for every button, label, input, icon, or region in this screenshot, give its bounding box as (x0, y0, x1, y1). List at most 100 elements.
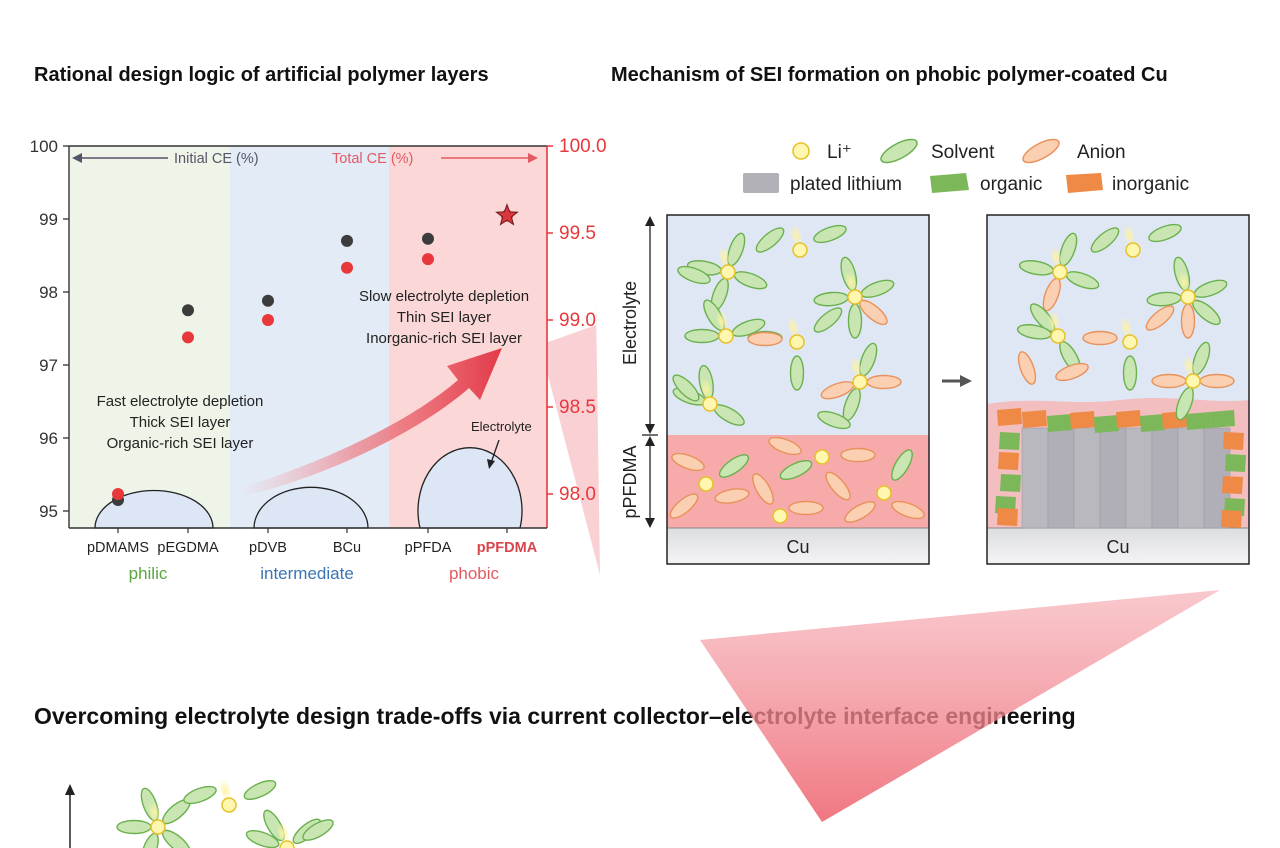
solvent-molecule (243, 780, 277, 800)
star-marker (495, 203, 519, 226)
x-tick-label: pDVB (249, 540, 287, 556)
li-ion (852, 374, 868, 390)
anion-molecule (788, 500, 824, 516)
electrolyte-annotation: Electrolyte (471, 419, 532, 434)
mechanism-after: Cu (986, 214, 1250, 565)
beam-lower (700, 590, 1220, 822)
left-tick-label: 97 (39, 356, 58, 375)
droplet-philic (94, 489, 214, 529)
li-ion (772, 508, 788, 524)
solvent-molecule (755, 227, 785, 253)
right-tick-label: 98.0 (559, 484, 596, 505)
inorganic-sei-piece (1222, 476, 1243, 494)
solvent-icon (880, 138, 918, 164)
inorganic-sei-piece (1070, 411, 1095, 429)
li-ion (150, 819, 166, 835)
organic-sei-piece (1210, 410, 1235, 428)
total-ce-point (341, 261, 353, 274)
solvent-molecule (817, 410, 851, 430)
sei-shell (995, 408, 1246, 528)
left-tick-label: 95 (39, 502, 58, 521)
li-motion-trail (1181, 355, 1197, 378)
li-ion (1180, 289, 1196, 305)
layer-dimension-markers (642, 216, 658, 528)
cu-label-right: Cu (1106, 537, 1129, 557)
li-ion (702, 396, 718, 412)
li-ion (876, 485, 892, 501)
cu-substrate-right (987, 528, 1249, 564)
group-label-phobic: phobic (449, 564, 500, 583)
anion-molecule (825, 471, 851, 501)
inorganic-sei-piece (997, 408, 1022, 426)
solvent-molecule (813, 224, 847, 244)
anion-molecule (671, 452, 705, 472)
right-tick-label: 98.5 (559, 397, 596, 418)
li-ion (847, 289, 863, 305)
inorganic-sei-piece (1116, 410, 1141, 428)
inorganic-sei-piece (1022, 410, 1047, 428)
legend-solvent: Solvent (931, 142, 995, 163)
li-ion-icon (792, 142, 810, 160)
plated-lithium-column (1177, 427, 1205, 529)
initial-ce-point (262, 294, 274, 307)
left-panel-title: Rational design logic of artificial poly… (34, 64, 489, 86)
inorganic-sei-piece (1223, 432, 1244, 450)
inorganic-sei-piece (998, 452, 1019, 470)
slow-line-2: Thin SEI layer (397, 309, 491, 326)
organic-swatch (930, 173, 969, 193)
group-label-intermediate: intermediate (260, 564, 354, 583)
li-motion-trail (275, 822, 291, 845)
anion-molecule (1151, 373, 1187, 389)
solvent-molecule (718, 454, 750, 478)
plated-lithium-column (1021, 427, 1049, 529)
droplet-intermediate (253, 486, 369, 529)
plated-lithium-column (1099, 427, 1127, 529)
solvent-molecule (116, 819, 152, 835)
right-tick-label: 99.0 (559, 310, 596, 331)
plated-lithium-column (1073, 427, 1101, 529)
li-ion (1052, 264, 1068, 280)
cu-label-left: Cu (786, 537, 809, 557)
anion-molecule (768, 436, 802, 456)
anion-molecule (669, 493, 699, 519)
right-tick-label: 99.5 (559, 223, 596, 244)
solvent-molecule (813, 307, 843, 333)
left-tick-label: 99 (39, 210, 58, 229)
solvent-molecule (1122, 355, 1138, 391)
legend: Li⁺ Solvent Anion plated lithium organic… (743, 138, 1189, 195)
total-ce-label: Total CE (%) (332, 151, 413, 167)
left-tick-label: 100 (30, 137, 58, 156)
trend-arrow (240, 348, 502, 495)
anion-molecule (752, 473, 774, 505)
electrolyte-side-label: Electrolyte (620, 281, 640, 365)
solvent-molecule (677, 265, 711, 285)
anion-molecule (844, 501, 876, 523)
x-tick-label: pPFDA (405, 540, 452, 556)
slow-line-1: Slow electrolyte depletion (359, 288, 529, 305)
li-ion (279, 840, 295, 848)
initial-ce-point (341, 234, 353, 247)
droplet-phobic (417, 447, 523, 529)
initial-ce-label: Initial CE (%) (174, 151, 259, 167)
solvent-molecule (847, 303, 863, 339)
fast-line-3: Organic-rich SEI layer (107, 435, 254, 452)
legend-li: Li⁺ (827, 142, 852, 163)
total-ce-point (112, 488, 124, 500)
plated-lithium-swatch (743, 173, 779, 193)
right-panel-title: Mechanism of SEI formation on phobic pol… (611, 64, 1168, 86)
plated-lithium-column (1047, 427, 1075, 529)
legend-inorganic: inorganic (1112, 174, 1189, 195)
left-tick-label: 98 (39, 283, 58, 302)
li-motion-trail (1121, 224, 1137, 247)
x-tick-label: BCu (333, 540, 361, 556)
li-motion-trail (785, 316, 801, 339)
li-motion-trail (1118, 316, 1134, 339)
x-tick-label: pPFDMA (477, 540, 538, 556)
right-tick-label: 100.0 (559, 136, 607, 157)
li-ion (1122, 334, 1138, 350)
group-bg-philic (69, 146, 230, 528)
solvent-molecule (302, 819, 334, 841)
total-ce-point (182, 331, 194, 344)
solvent-molecule (672, 374, 700, 402)
